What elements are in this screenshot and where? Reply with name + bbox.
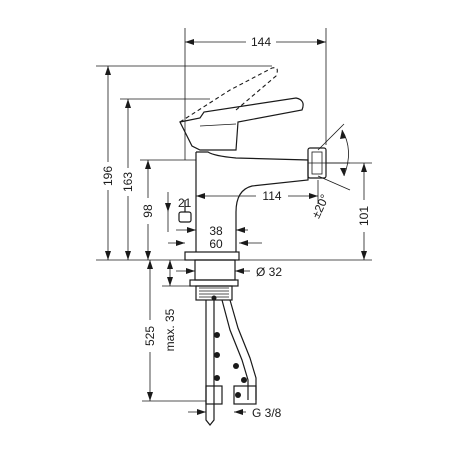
- dim-height-98: 98: [140, 159, 196, 260]
- dim-angle-20: ±20°: [308, 123, 351, 220]
- dim-label-114: 114: [262, 189, 281, 203]
- dim-label-98: 98: [141, 204, 155, 218]
- dim-rod-21: 21: [165, 192, 192, 232]
- dim-label-101: 101: [357, 206, 371, 226]
- dim-label-525: 525: [143, 326, 157, 346]
- dim-max-35: max. 35: [162, 260, 190, 351]
- dim-width-144: 144: [184, 28, 327, 160]
- dim-height-101: 101: [326, 162, 372, 260]
- dim-label-144: 144: [251, 35, 271, 49]
- dim-label-38: 38: [209, 224, 223, 238]
- dim-label-32: Ø 32: [256, 265, 282, 279]
- dim-connection-g38: G 3/8: [188, 406, 282, 420]
- dim-reach-114: 114: [196, 180, 319, 204]
- dim-label-60: 60: [209, 237, 223, 251]
- thread-nut: [195, 285, 233, 301]
- dim-height-163: 163: [120, 98, 210, 260]
- dim-hose-525: 525: [142, 260, 206, 402]
- dim-height-196: 196: [96, 65, 272, 260]
- dim-label-max35: max. 35: [163, 308, 177, 351]
- faucet-body: [178, 97, 327, 261]
- dim-label-g38: G 3/8: [252, 406, 282, 420]
- dim-label-163: 163: [121, 172, 135, 192]
- dim-thread-32: Ø 32: [176, 265, 282, 279]
- dim-base-38-60: 38 60: [168, 224, 262, 251]
- mounting-parts: [189, 259, 257, 426]
- dim-label-196: 196: [101, 166, 115, 186]
- lever-raised-outline: [179, 67, 278, 123]
- dim-label-21: 21: [178, 196, 192, 210]
